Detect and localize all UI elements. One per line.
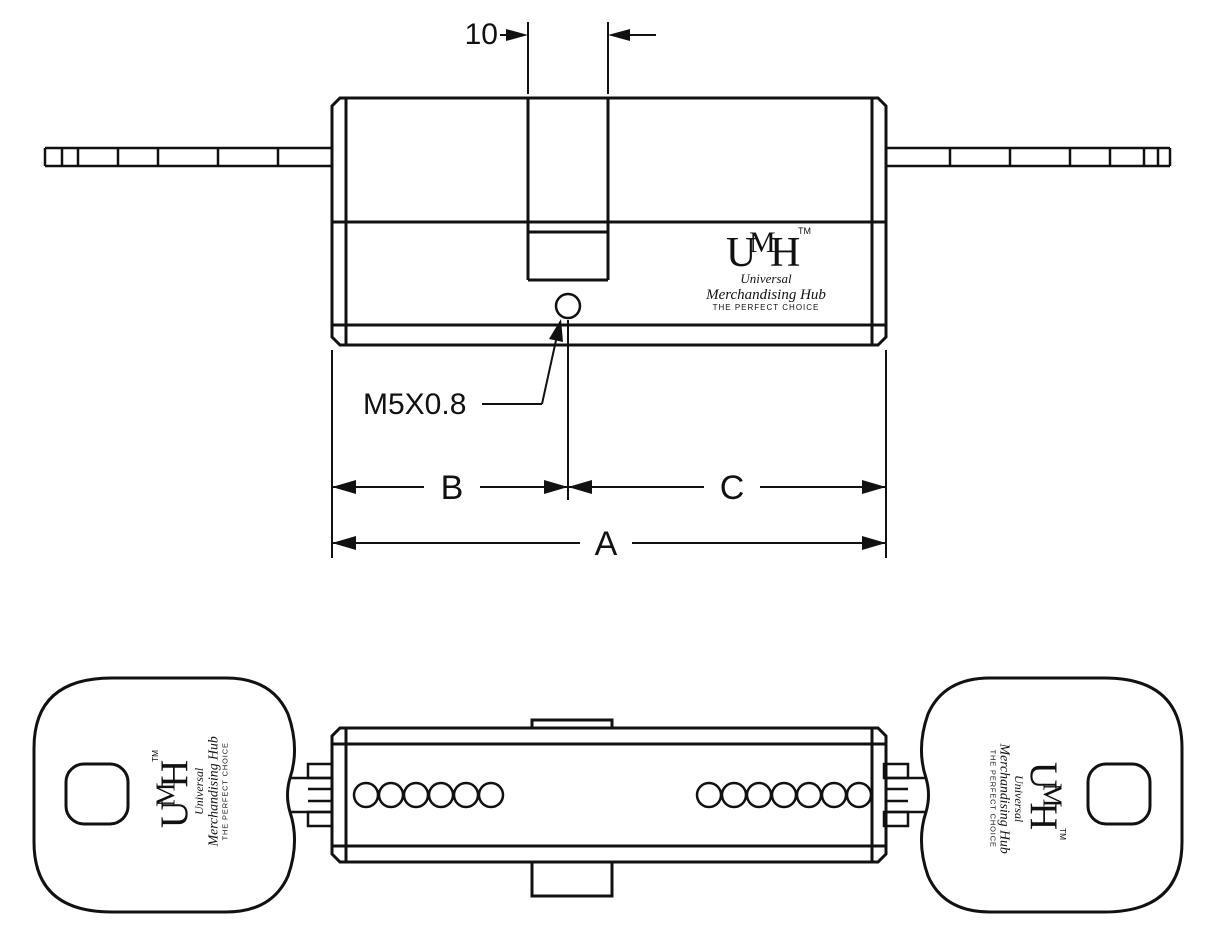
dimension-c [568,480,886,494]
arrowhead [506,29,528,41]
pin-row-right [695,781,873,809]
arrowhead [544,480,568,494]
cam-tab-top [530,718,614,728]
umh-logo [705,226,827,312]
thread-callout [482,319,563,405]
dim-label-a: A [595,525,618,563]
dimension-b [332,480,568,494]
cam-tab-bottom [530,862,614,898]
cylinder-body-outline [330,96,888,347]
arrowhead [549,319,563,342]
right-key-shank [882,762,926,828]
dim-label-cam-width: 10 [465,18,498,51]
umh-logo-right-key [988,742,1069,854]
arrowhead [332,480,356,494]
screw-hole [554,292,582,320]
arrowhead [332,536,356,550]
left-key-blade [43,146,332,168]
right-key-blade [886,146,1172,168]
plan-view [32,676,1184,914]
arrowhead [862,536,886,550]
dimension-extension-lines [331,320,887,558]
arrowhead [862,480,886,494]
dim-label-b: B [441,469,464,507]
thread-callout-label: M5X0.8 [363,388,466,421]
arrowhead [568,480,592,494]
cam-slot [526,98,610,282]
side-view [43,96,1172,347]
pin-row-left [352,781,505,809]
cam-width-dimension [500,22,656,94]
dim-label-c: C [720,469,745,507]
left-key-shank [290,762,334,828]
umh-logo-left-key [149,736,230,848]
dimension-a [332,536,886,550]
arrowhead [608,29,630,41]
